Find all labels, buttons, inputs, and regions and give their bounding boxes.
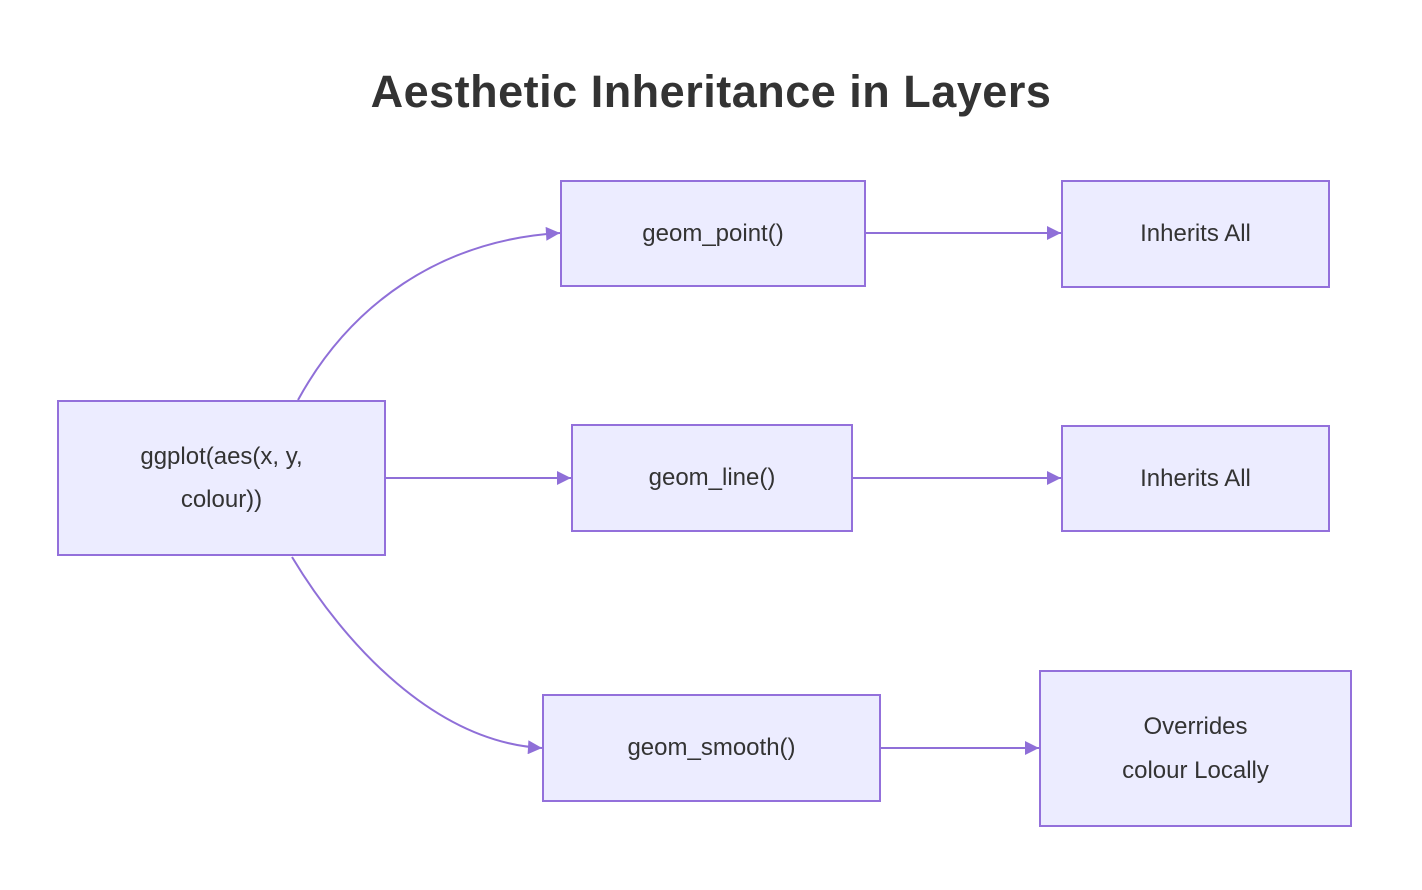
node-inherits-all-middle-label: Inherits All xyxy=(1140,464,1251,492)
node-inherits-all-top-label: Inherits All xyxy=(1140,220,1251,248)
node-geom-point: geom_point() xyxy=(560,180,866,287)
node-ggplot: ggplot(aes(x, y, colour)) xyxy=(57,400,386,556)
edge-ggplot-to-geom-point xyxy=(297,226,561,401)
node-geom-smooth-label: geom_smooth() xyxy=(627,734,796,762)
node-inherits-all-top: Inherits All xyxy=(1061,180,1330,288)
node-geom-point-label: geom_point() xyxy=(642,219,784,247)
diagram-title: Aesthetic Inheritance in Layers xyxy=(370,66,1052,117)
node-geom-line: geom_line() xyxy=(571,424,853,532)
node-overrides: Overrides colour Locally xyxy=(1039,670,1352,827)
node-overrides-label-line-2: colour Locally xyxy=(1122,756,1269,784)
node-geom-smooth: geom_smooth() xyxy=(542,694,881,802)
node-geom-line-label: geom_line() xyxy=(648,464,776,492)
edge-ggplot-to-geom-smooth xyxy=(291,556,543,755)
node-ggplot-label-line-2: colour)) xyxy=(180,486,263,513)
node-overrides-label-line-1: Overrides xyxy=(1143,713,1248,741)
node-ggplot-label-line-1: ggplot(aes(x, y, xyxy=(140,442,303,470)
node-inherits-all-middle: Inherits All xyxy=(1061,425,1330,532)
